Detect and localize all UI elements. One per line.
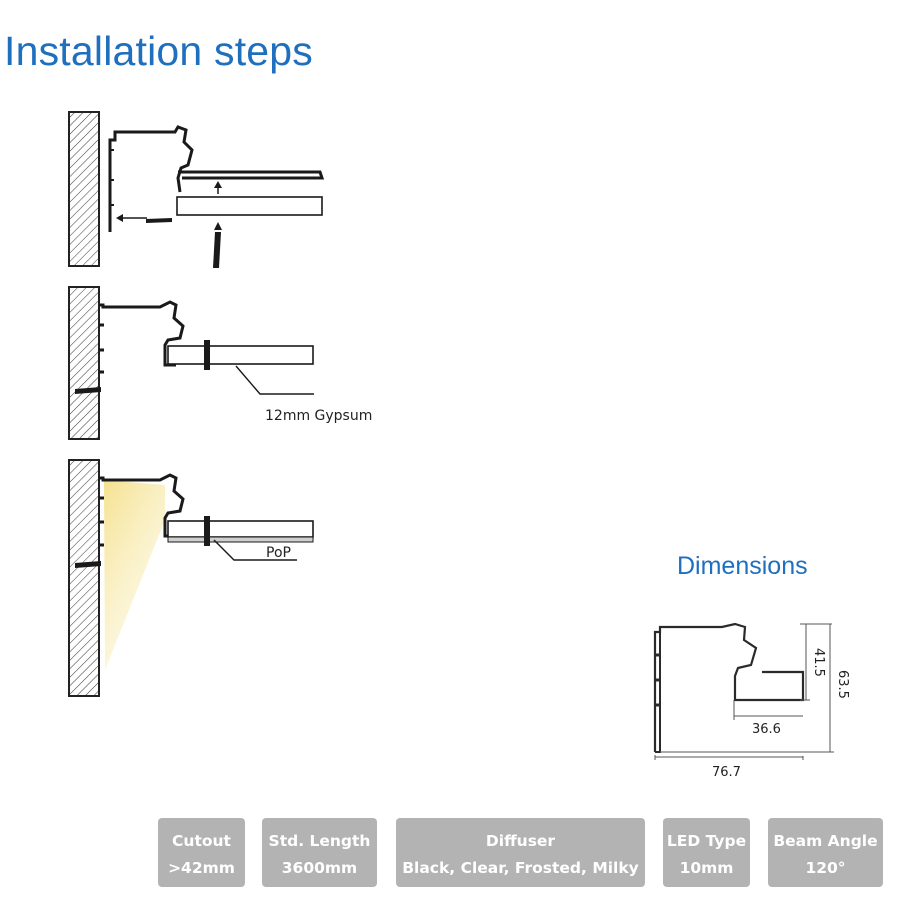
profile-3	[99, 473, 185, 538]
spec-cutout-label: Cutout	[172, 832, 231, 850]
dimensions-title: Dimensions	[677, 552, 808, 580]
screw-5	[204, 516, 210, 546]
spec-led-type-value: 10mm	[679, 859, 734, 877]
dim-total-height: 63.5	[835, 670, 850, 699]
spec-diffuser-label: Diffuser	[485, 832, 556, 850]
spec-diffuser: Diffuser Black, Clear, Frosted, Milky	[396, 818, 645, 887]
step-2-diagram: 12mm Gypsum	[68, 286, 372, 440]
dim-inner-width: 36.6	[752, 722, 781, 737]
light-beam	[104, 480, 165, 670]
pop-layer	[167, 536, 314, 543]
wall-2	[68, 286, 100, 440]
step-3-label: PoP	[266, 545, 291, 561]
spec-led-type: LED Type 10mm	[663, 818, 750, 887]
board-1	[176, 196, 323, 216]
screw-4	[75, 387, 101, 394]
step-3-diagram: PoP	[68, 459, 314, 697]
spec-beam-angle: Beam Angle 120°	[768, 818, 883, 887]
wall-3	[68, 459, 100, 697]
screw-3	[204, 340, 210, 370]
step-2-label: 12mm Gypsum	[265, 408, 372, 424]
spec-std-length: Std. Length 3600mm	[262, 818, 377, 887]
board-3	[167, 520, 314, 538]
spec-beam-angle-label: Beam Angle	[773, 832, 878, 850]
wall-1	[68, 111, 100, 267]
dim-total-width: 76.7	[712, 765, 741, 780]
profile-1	[108, 125, 325, 232]
screw-2	[213, 232, 221, 268]
spec-std-length-value: 3600mm	[281, 859, 358, 877]
spec-beam-angle-value: 120°	[805, 859, 846, 877]
board-2	[167, 345, 314, 365]
leader-line-3	[213, 539, 297, 561]
spec-cutout-value: >42mm	[168, 859, 235, 877]
profile-2	[99, 300, 185, 367]
spec-diffuser-value: Black, Clear, Frosted, Milky	[402, 859, 639, 877]
spec-led-type-label: LED Type	[666, 832, 747, 850]
screw-1	[146, 218, 172, 223]
dim-inner-height: 41.5	[811, 648, 826, 677]
screw-6	[75, 561, 101, 568]
dimensions-drawing: 41.5 63.5 36.6 76.7	[653, 622, 850, 780]
spec-cutout: Cutout >42mm	[158, 818, 245, 887]
step-1-diagram	[68, 111, 325, 268]
page-title: Installation steps	[4, 28, 313, 74]
leader-line-2	[235, 365, 314, 395]
profile-section	[653, 622, 805, 752]
spec-std-length-label: Std. Length	[268, 832, 371, 850]
